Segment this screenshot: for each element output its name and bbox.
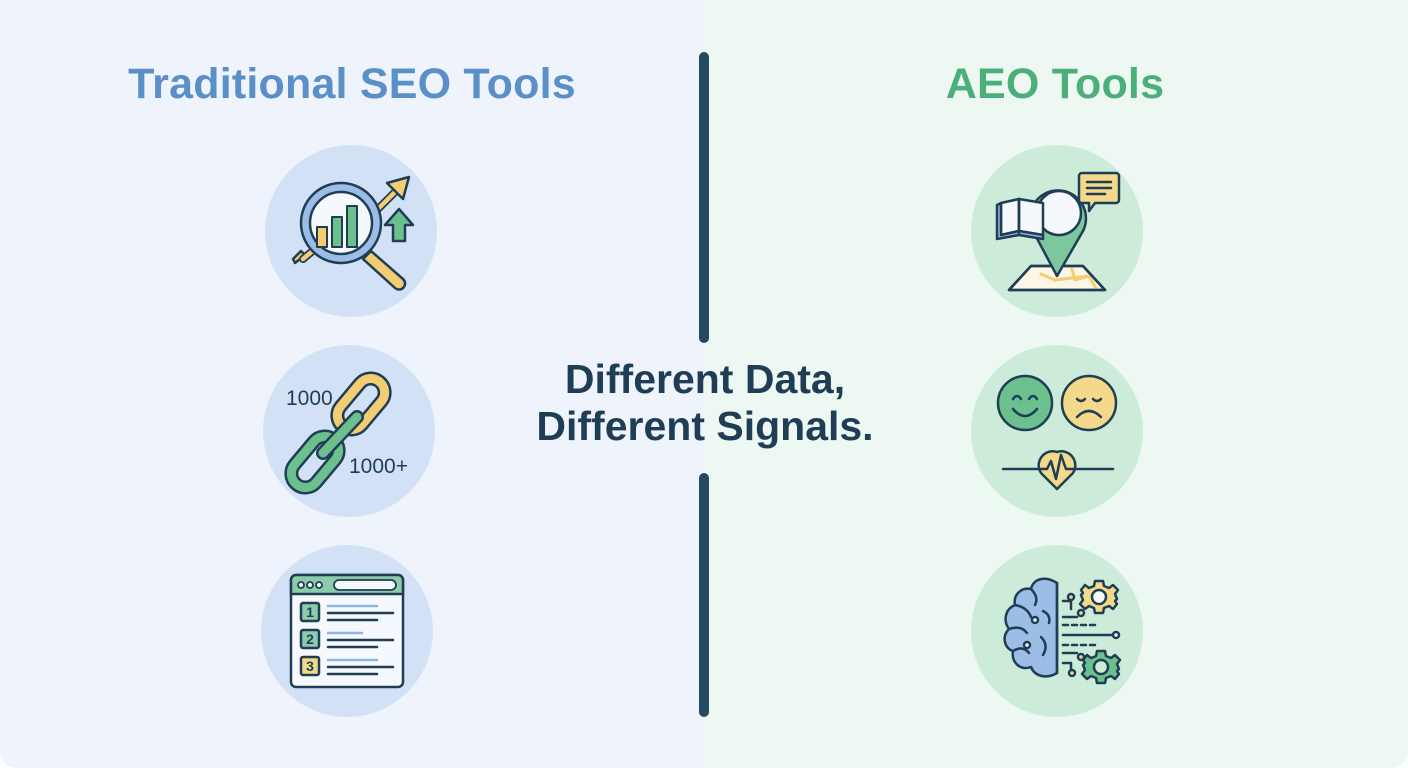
rank-2-label: 2 <box>306 631 314 647</box>
rank-3-label: 3 <box>306 658 314 674</box>
magnifier-bar-chart-growth-icon <box>265 145 437 317</box>
sentiment-faces-heartbeat-icon <box>971 345 1143 517</box>
rank-1-label: 1 <box>306 604 314 620</box>
map-pin-book-chat-icon <box>971 145 1143 317</box>
tagline-line-1: Different Data, <box>564 356 846 402</box>
divider-bottom <box>699 473 709 717</box>
seo-tools-heading: Traditional SEO Tools <box>128 60 576 108</box>
divider-top <box>699 52 709 343</box>
chain-link-backlinks-icon: 1000 1000+ <box>263 345 435 517</box>
backlink-count-plus-label: 1000+ <box>349 455 408 478</box>
backlink-count-label: 1000 <box>286 387 333 410</box>
brain-circuit-gears-icon <box>971 545 1143 717</box>
tagline-line-2: Different Signals. <box>536 403 874 449</box>
center-tagline: Different Data, Different Signals. <box>505 356 905 450</box>
aeo-tools-heading: AEO Tools <box>945 60 1165 108</box>
browser-ranked-list-icon: 1 2 3 <box>261 545 433 717</box>
